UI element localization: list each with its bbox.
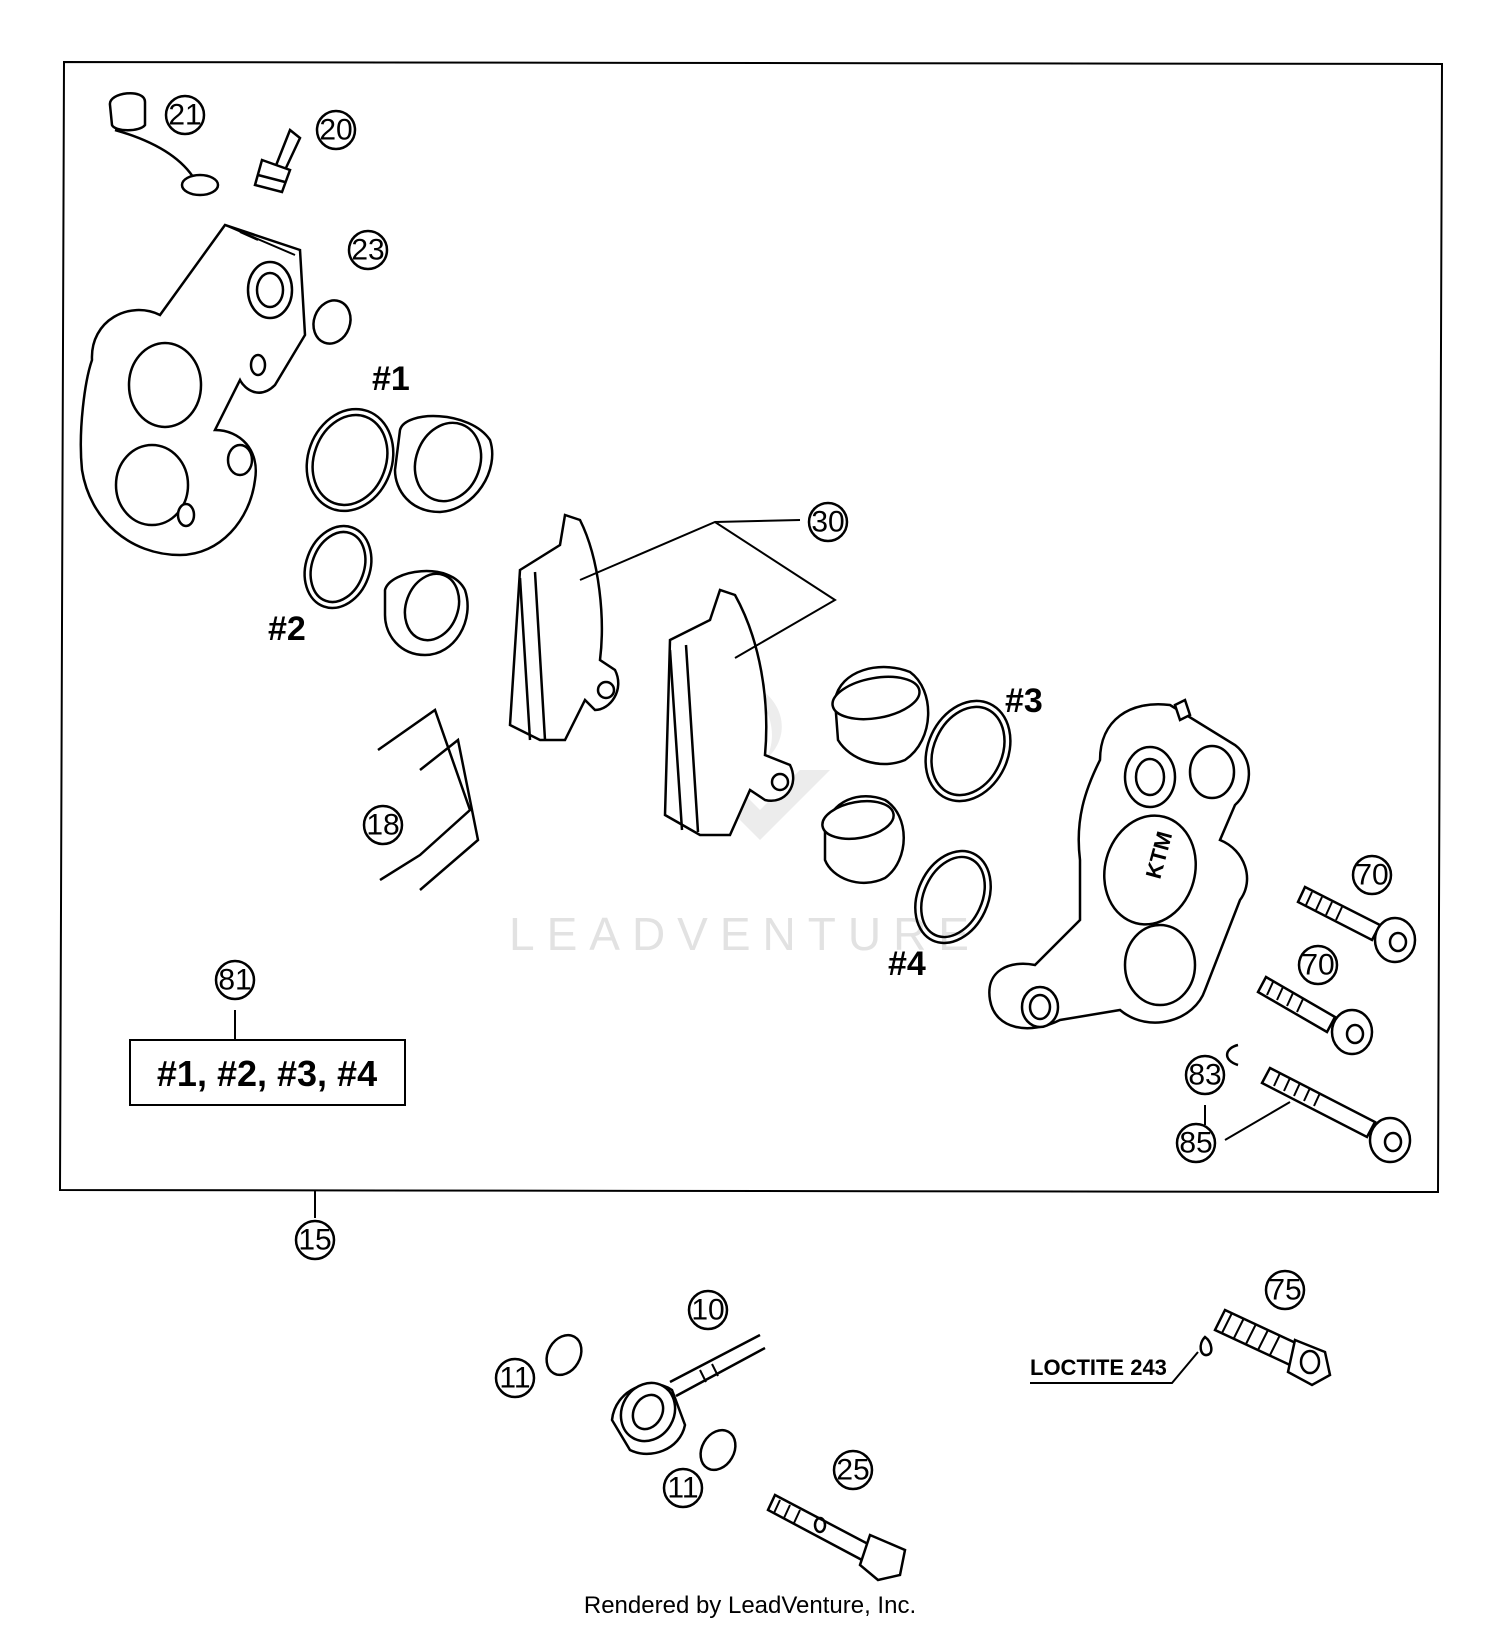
caliper-right-half: KTM	[988, 698, 1251, 1030]
caliper-left-half	[79, 223, 307, 557]
group-label-4: #4	[888, 945, 926, 983]
callout-11-upper[interactable]: 11	[494, 1357, 536, 1399]
callout-20[interactable]: 20	[315, 109, 357, 151]
seal-piston-set-2	[303, 524, 469, 657]
watermark-text: LEADVENTURE	[509, 908, 981, 960]
callout-83[interactable]: 83	[1184, 1054, 1226, 1096]
callout-75[interactable]: 75	[1264, 1269, 1306, 1311]
bleeder-screw	[253, 127, 302, 194]
callout-18[interactable]: 18	[362, 804, 404, 846]
svg-text:15: 15	[298, 1224, 331, 1257]
svg-text:23: 23	[351, 234, 384, 267]
svg-text:81: 81	[218, 964, 251, 997]
svg-text:21: 21	[168, 99, 201, 132]
svg-text:70: 70	[1355, 859, 1388, 892]
svg-text:11: 11	[667, 1472, 698, 1505]
svg-text:75: 75	[1268, 1274, 1301, 1307]
callout-85[interactable]: 85	[1175, 1122, 1217, 1164]
callout-81[interactable]: 81	[214, 959, 256, 1001]
brake-line-banjo	[610, 1333, 766, 1456]
callout-70-upper[interactable]: 70	[1351, 854, 1393, 896]
brake-pad-inner	[508, 513, 620, 742]
sealing-washer-upper	[545, 1333, 583, 1377]
footer-credit: Rendered by LeadVenture, Inc.	[583, 1592, 917, 1619]
brake-pad-outer	[663, 588, 795, 837]
repair-kit-contents: #1, #2, #3, #4	[157, 1053, 377, 1094]
sealing-washer-lower	[699, 1428, 737, 1472]
svg-text:83: 83	[1188, 1059, 1221, 1092]
group-label-3: #3	[1005, 682, 1043, 720]
bleeder-cap	[108, 91, 220, 197]
svg-text:70: 70	[1301, 949, 1334, 982]
mounting-bolt-75	[1199, 1308, 1332, 1387]
banjo-bolt	[766, 1493, 907, 1582]
repair-kit-box: #1, #2, #3, #4	[129, 1010, 406, 1106]
svg-text:18: 18	[366, 809, 399, 842]
svg-text:30: 30	[811, 506, 844, 539]
callout-21[interactable]: 21	[164, 94, 206, 136]
loctite-leader	[1030, 1351, 1199, 1384]
callout-10[interactable]: 10	[687, 1289, 729, 1331]
pad-leader-lines	[579, 519, 837, 659]
assembly-frame	[58, 60, 1444, 1194]
group-label-2: #2	[268, 610, 306, 648]
caliper-bolt-70-lower	[1256, 975, 1374, 1056]
pad-spring	[377, 708, 480, 891]
svg-text:10: 10	[691, 1294, 724, 1327]
seal-piston-set-3	[831, 665, 1012, 803]
callout-11-lower[interactable]: 11	[662, 1467, 704, 1509]
pad-pin-with-circlip	[1225, 1043, 1412, 1164]
o-ring	[312, 299, 352, 345]
svg-text:11: 11	[499, 1362, 530, 1395]
svg-text:85: 85	[1179, 1127, 1212, 1160]
svg-text:25: 25	[836, 1454, 869, 1487]
callout-70-lower[interactable]: 70	[1297, 944, 1339, 986]
pin-leader-lines	[1204, 1101, 1291, 1141]
callout-23[interactable]: 23	[347, 229, 389, 271]
svg-text:20: 20	[319, 114, 352, 147]
caliper-bolt-70-upper	[1296, 885, 1417, 964]
callout-25[interactable]: 25	[832, 1449, 874, 1491]
callout-30[interactable]: 30	[807, 501, 849, 543]
seal-piston-set-1	[305, 407, 494, 514]
callout-15[interactable]: 15	[294, 1219, 336, 1261]
seal-piston-set-4	[821, 795, 992, 945]
group-label-1: #1	[372, 360, 410, 398]
loctite-label: LOCTITE 243	[1030, 1355, 1167, 1380]
